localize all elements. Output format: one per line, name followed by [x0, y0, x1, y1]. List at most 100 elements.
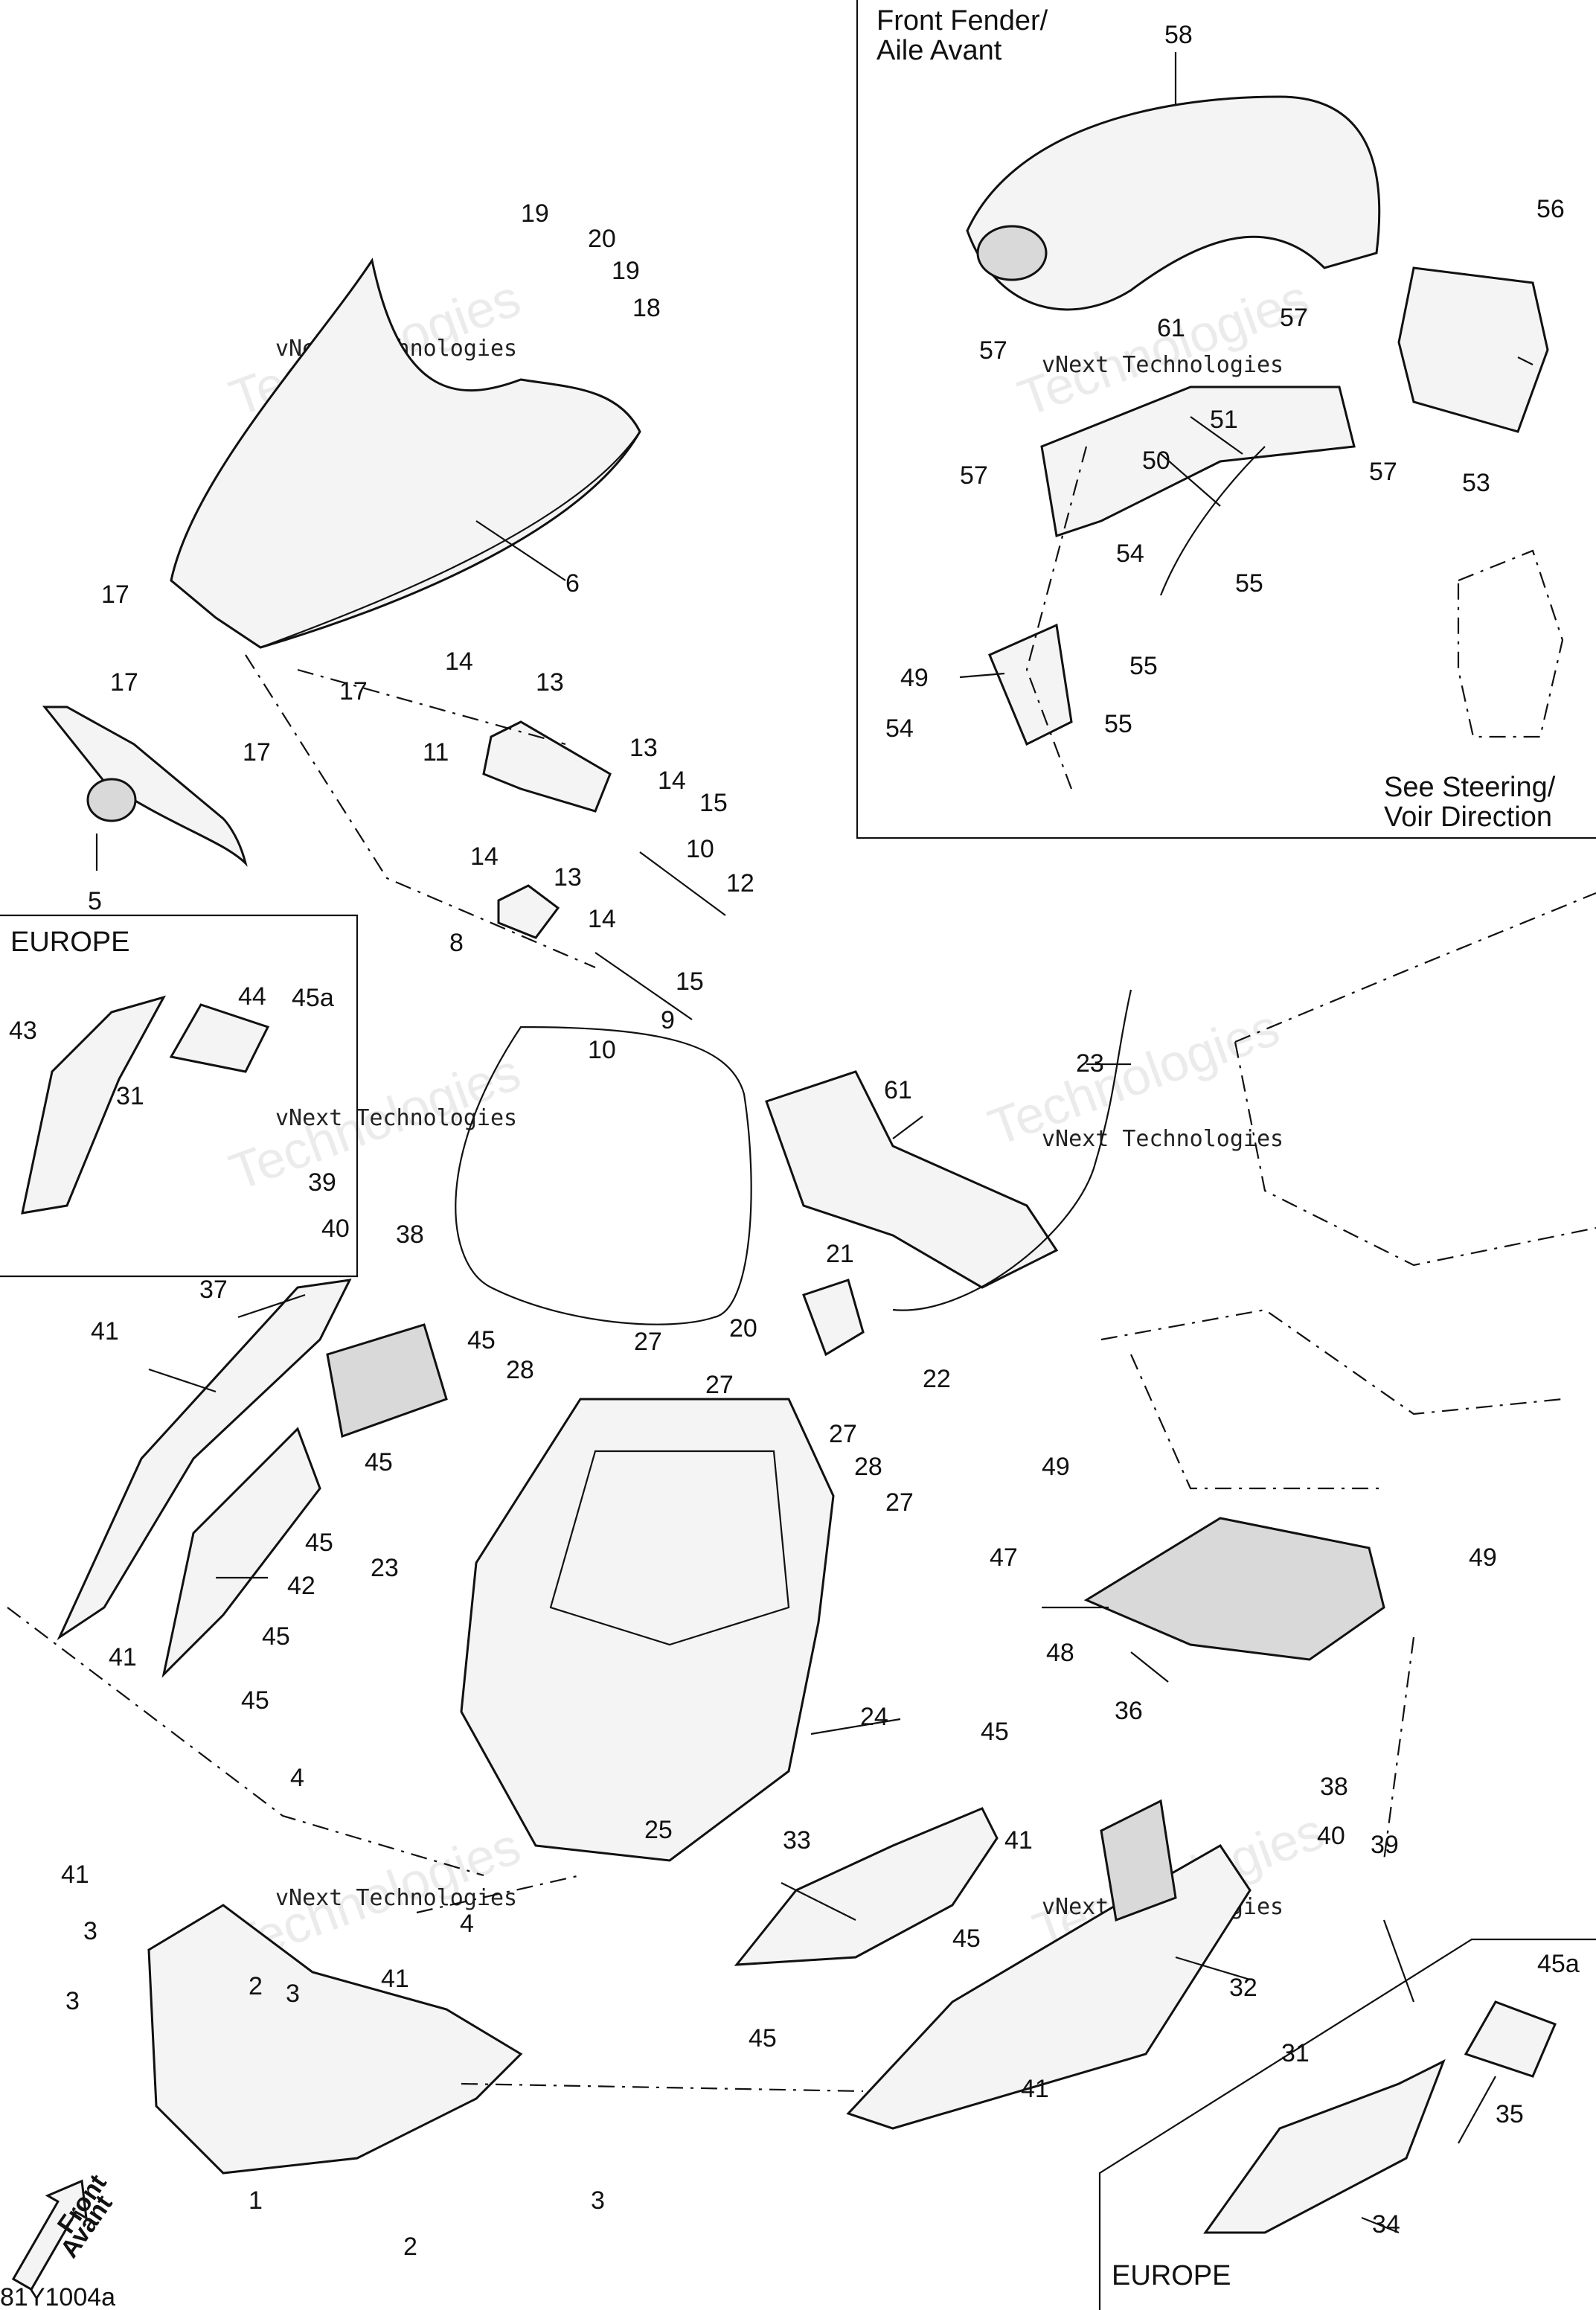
callout-41a: 41	[91, 1317, 119, 1346]
callout-38-right: 38	[1320, 1773, 1348, 1801]
lower-bracket	[497, 884, 560, 939]
callout-34: 34	[1372, 2210, 1400, 2239]
callout-11: 11	[423, 738, 449, 767]
callout-4b: 4	[460, 1910, 474, 1938]
callout-18: 18	[632, 294, 661, 322]
windshield-part	[170, 257, 641, 649]
callout-41f: 41	[381, 1965, 409, 1993]
callout-45d: 45	[262, 1622, 290, 1651]
callout-3c: 3	[286, 1980, 300, 2008]
pad-part	[326, 1323, 448, 1439]
callout-27: 23	[371, 1554, 399, 1582]
left-lower-panel	[161, 1427, 321, 1678]
callout-17: 19	[521, 199, 549, 228]
callout-45c: 45	[305, 1529, 333, 1557]
svg-text:See Steering/: See Steering/	[1384, 772, 1556, 803]
front-arrow: Front Avant	[11, 2169, 118, 2291]
callout-47: 47	[990, 1543, 1018, 1572]
callout-14a: 13	[536, 668, 564, 697]
callout-20: 20	[588, 225, 616, 253]
callout-2a: 2	[249, 1972, 263, 2000]
seal-loop	[455, 1026, 752, 1325]
callout-46: 45	[467, 1326, 496, 1354]
diagram-code: 81Y1004a	[0, 2283, 115, 2310]
callout-1: 1	[249, 2186, 263, 2215]
fender-rod	[1159, 446, 1266, 596]
svg-text:vNext Technologies: vNext Technologies	[275, 1885, 517, 1911]
callout-43: 43	[9, 1017, 37, 1045]
callout-56b: 57	[1369, 458, 1397, 486]
callout-12: 12	[726, 869, 754, 898]
support-bracket	[765, 1070, 1059, 1289]
callout-13a: 14	[445, 647, 473, 676]
europe-left-bracket	[169, 1003, 270, 1073]
callout-26: 25	[644, 1816, 673, 1844]
callout-28b: 27	[705, 1371, 734, 1399]
europe-right-box: EUROPE	[1098, 1938, 1596, 2310]
callout-45a-left: 45a	[292, 984, 334, 1012]
callout-9: 9	[661, 1006, 675, 1034]
callout-14c: 13	[554, 863, 582, 892]
main-housing	[460, 1398, 835, 1862]
frame-outline	[1100, 892, 1596, 1490]
callout-49b: 49	[1469, 1543, 1497, 1572]
callout-49a: 49	[1042, 1453, 1070, 1481]
callout-10b: 10	[588, 1036, 616, 1064]
callout-45g: 45	[952, 1925, 981, 1953]
callout-3a: 3	[83, 1917, 97, 1945]
svg-text:Voir Direction: Voir Direction	[1384, 802, 1552, 833]
callout-16a: 17	[101, 580, 129, 609]
callout-35: 35	[1496, 2100, 1524, 2128]
callout-60: 61	[884, 1076, 912, 1104]
callout-45a-right: 45a	[1537, 1950, 1580, 1978]
svg-text:vNext Technologies: vNext Technologies	[1042, 1126, 1283, 1152]
europe-right-panel	[1203, 2058, 1446, 2234]
callout-31-right: 31	[1281, 2039, 1310, 2067]
callout-28a: 27	[634, 1328, 662, 1356]
callout-10a: 10	[686, 835, 714, 863]
callout-41c: 41	[1004, 1826, 1033, 1855]
callout-32: 32	[1229, 1974, 1257, 2002]
callout-28c: 27	[829, 1420, 857, 1448]
svg-text:vNext Technologies: vNext Technologies	[1042, 352, 1283, 378]
callout-3b: 3	[65, 1987, 80, 2015]
plate-part	[802, 1279, 865, 1357]
left-side-panel	[57, 1279, 352, 1641]
callout-13d: 14	[588, 905, 616, 933]
callout-2b: 2	[403, 2233, 417, 2261]
svg-text:vNext Technologies: vNext Technologies	[275, 1105, 517, 1131]
front-fender-box: Front Fender/ Aile Avant See Steering/ V…	[856, 0, 1596, 839]
callout-45h: 45	[749, 2024, 777, 2053]
svg-text:EUROPE: EUROPE	[1112, 2260, 1231, 2291]
callout-25: 24	[860, 1703, 888, 1731]
callout-41e: 41	[61, 1861, 89, 1889]
callout-59: 56	[1536, 195, 1565, 223]
front-lower-fairing	[147, 1904, 523, 2175]
callout-19: 19	[612, 257, 640, 285]
steering-knuckle	[1457, 549, 1564, 738]
explode-lines	[7, 446, 1415, 2093]
callout-14b: 13	[629, 734, 658, 762]
svg-text:Aile Avant: Aile Avant	[876, 35, 1002, 66]
callouts: 58 56 61 57 57 51 57 57 50 53 54 55 49 5…	[9, 21, 1580, 2261]
callout-29b: 28	[854, 1453, 882, 1481]
svg-text:Front Fender/: Front Fender/	[876, 5, 1048, 36]
callout-55a: 54	[1116, 540, 1144, 568]
right-front-panel	[734, 1807, 999, 1966]
europe-left-panel	[21, 995, 167, 1215]
callout-37: 37	[199, 1276, 228, 1304]
callout-23: 22	[923, 1365, 951, 1393]
callout-8: 8	[449, 929, 464, 957]
callout-38-left: 38	[396, 1220, 424, 1249]
callout-58: 57	[1280, 304, 1308, 332]
callout-56c: 57	[960, 461, 988, 490]
callout-39-left: 39	[308, 1168, 336, 1197]
callout-33: 33	[783, 1826, 811, 1855]
callout-57b: 55	[1129, 652, 1158, 680]
callout-3d: 3	[591, 2186, 605, 2215]
callout-31-left: 31	[116, 1082, 144, 1110]
callout-42: 42	[287, 1572, 315, 1600]
front-fender	[966, 95, 1381, 311]
callout-16c: 17	[339, 677, 368, 706]
